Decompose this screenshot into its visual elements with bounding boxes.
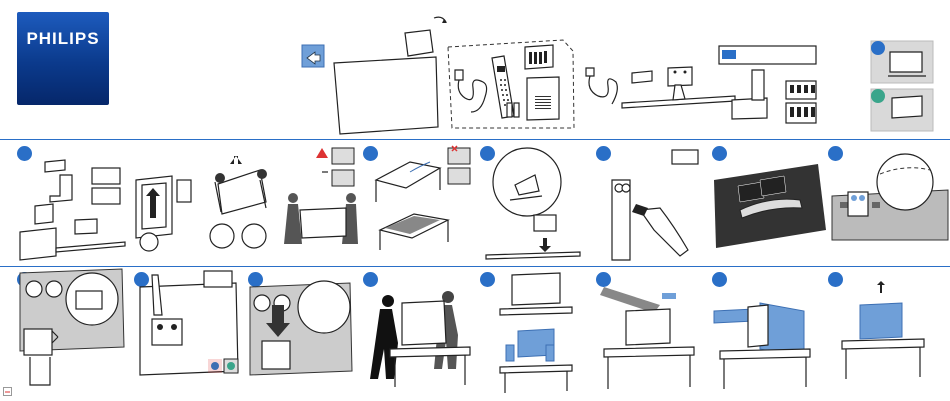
power-cord-2	[586, 68, 617, 104]
step-3-carry	[210, 148, 358, 248]
row2-illustrations	[0, 267, 950, 401]
step-8-align-neck	[832, 154, 948, 240]
step-16-done	[842, 281, 924, 379]
hand-arrow-icon	[302, 45, 324, 67]
tv-panel	[334, 57, 438, 134]
step-11-push-in	[250, 281, 352, 375]
step-15-remove-protection	[714, 303, 810, 389]
step-4-lay-down	[376, 146, 470, 250]
document-icon	[3, 387, 12, 396]
stand-parts	[622, 67, 767, 119]
step-7-back-cover	[714, 164, 826, 248]
step-9-position-bracket	[20, 269, 124, 385]
screw-set-top	[786, 81, 816, 123]
step-2-lift-out	[136, 176, 191, 251]
step-1-unpack	[20, 160, 125, 260]
step-13-remove-foam	[500, 273, 572, 393]
label-sticker	[719, 46, 816, 64]
row1-illustrations	[0, 140, 950, 266]
contents-illustration	[0, 0, 950, 139]
small-box	[405, 17, 447, 56]
option-card-table	[871, 41, 933, 83]
accessory-box	[448, 40, 574, 128]
step-5-stand-base	[486, 148, 580, 259]
option-card-wall	[871, 89, 933, 131]
step-12-lift-upright	[370, 291, 470, 387]
step-10-screw-bracket	[140, 271, 238, 375]
step-6-screw-base	[612, 150, 698, 260]
step-14-peel-film	[600, 287, 694, 389]
